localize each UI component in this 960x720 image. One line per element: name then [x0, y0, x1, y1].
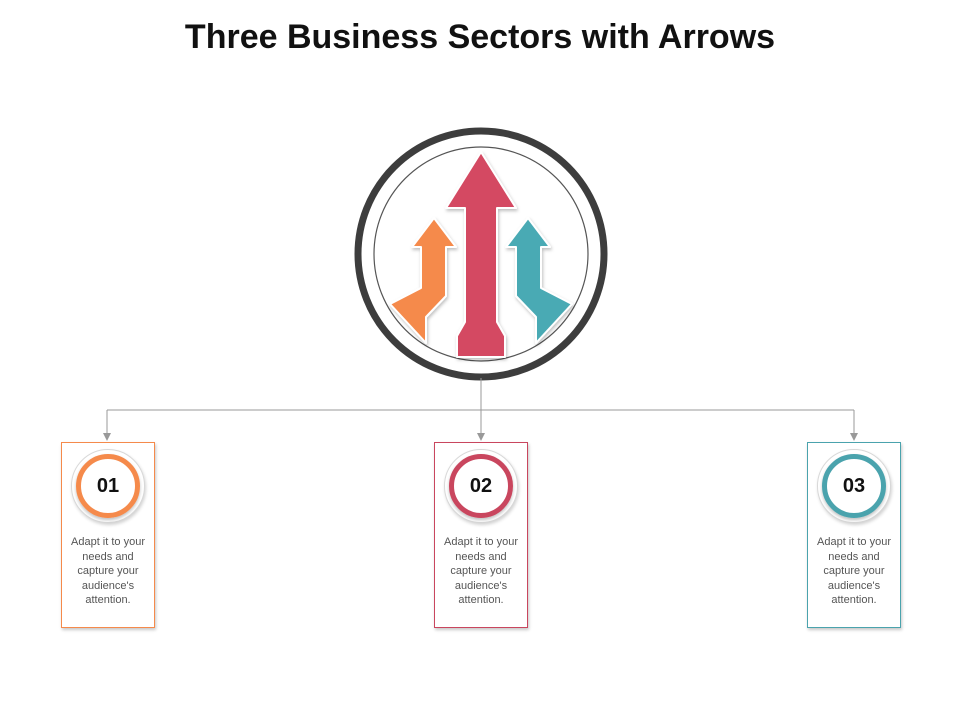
page-title: Three Business Sectors with Arrows [184, 18, 776, 56]
arrowhead-left [103, 433, 111, 441]
sector-card-03: 03 Adapt it to your needs and capture yo… [807, 442, 901, 628]
sector-card-01: 01 Adapt it to your needs and capture yo… [61, 442, 155, 628]
arrowhead-right [850, 433, 858, 441]
connector-lines [106, 378, 855, 437]
number-ring: 01 [76, 454, 140, 518]
number-ring: 03 [822, 454, 886, 518]
number-ring: 02 [449, 454, 513, 518]
sector-number: 03 [842, 474, 866, 497]
orange-arrow-icon [389, 217, 457, 344]
sector-card-02: 02 Adapt it to your needs and capture yo… [434, 442, 528, 628]
arrowhead-center [477, 433, 485, 441]
red-arrow-icon [445, 151, 517, 358]
hub-inner-ring [373, 146, 589, 362]
number-badge: 02 [444, 449, 518, 523]
sector-description: Adapt it to your needs and capture your … [817, 536, 891, 606]
sector-number: 01 [96, 474, 120, 497]
connector-arrowheads [103, 433, 858, 441]
number-badge: 01 [71, 449, 145, 523]
sector-description: Adapt it to your needs and capture your … [71, 536, 145, 606]
number-badge: 03 [817, 449, 891, 523]
teal-arrow-icon [505, 217, 573, 344]
sector-description: Adapt it to your needs and capture your … [444, 536, 518, 606]
three-arrows-up-icon [389, 151, 573, 358]
sector-number: 02 [469, 474, 493, 497]
